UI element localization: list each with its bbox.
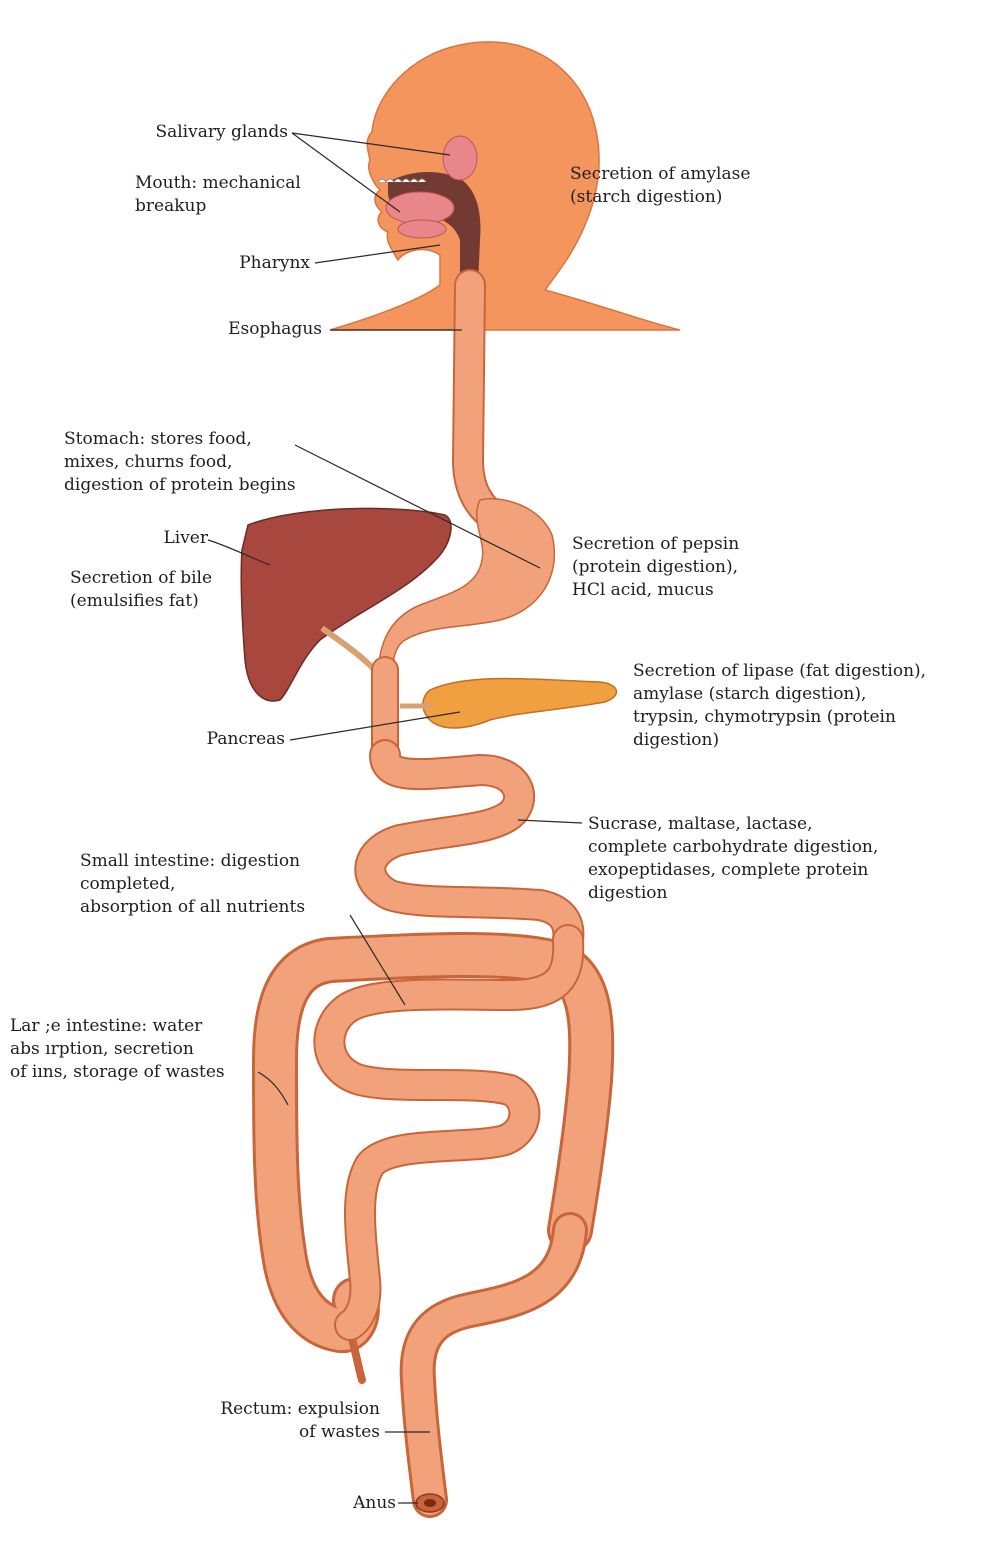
label-esophagus: Esophagus [228,319,322,339]
stomach [377,498,556,681]
label-sucrase: Sucrase, maltase, lactase, complete carb… [588,814,879,903]
label-amylase: Secretion of amylase (starch digestion) [570,164,751,207]
sublingual-gland [397,219,447,239]
teeth [377,178,427,183]
label-pancreas: Pancreas [206,729,285,749]
label-large-intestine: Lar ;e intestine: water abs ırption, sec… [10,1016,225,1082]
parotid-gland [442,135,478,181]
label-rectum: Rectum: expulsion of wastes [220,1399,380,1442]
label-lipase: Secretion of lipase (fat digestion), amy… [633,661,927,750]
label-mouth: Mouth: mechanical breakup [135,173,301,216]
head-silhouette [329,41,681,331]
label-salivary-glands: Salivary glands [155,122,288,142]
label-pharynx: Pharynx [239,253,310,273]
leader-lines [207,132,583,1504]
tongue [385,191,455,225]
liver [240,507,452,702]
label-pepsin: Secretion of pepsin (protein digestion),… [572,534,740,600]
label-stomach: Stomach: stores food, mixes, churns food… [64,429,296,495]
label-anus: Anus [353,1493,396,1513]
pancreas [422,677,618,729]
label-bile: Secretion of bile (emulsifies fat) [70,568,213,611]
label-small-intestine: Small intestine: digestion completed, ab… [80,851,306,917]
label-liver: Liver [163,528,208,548]
